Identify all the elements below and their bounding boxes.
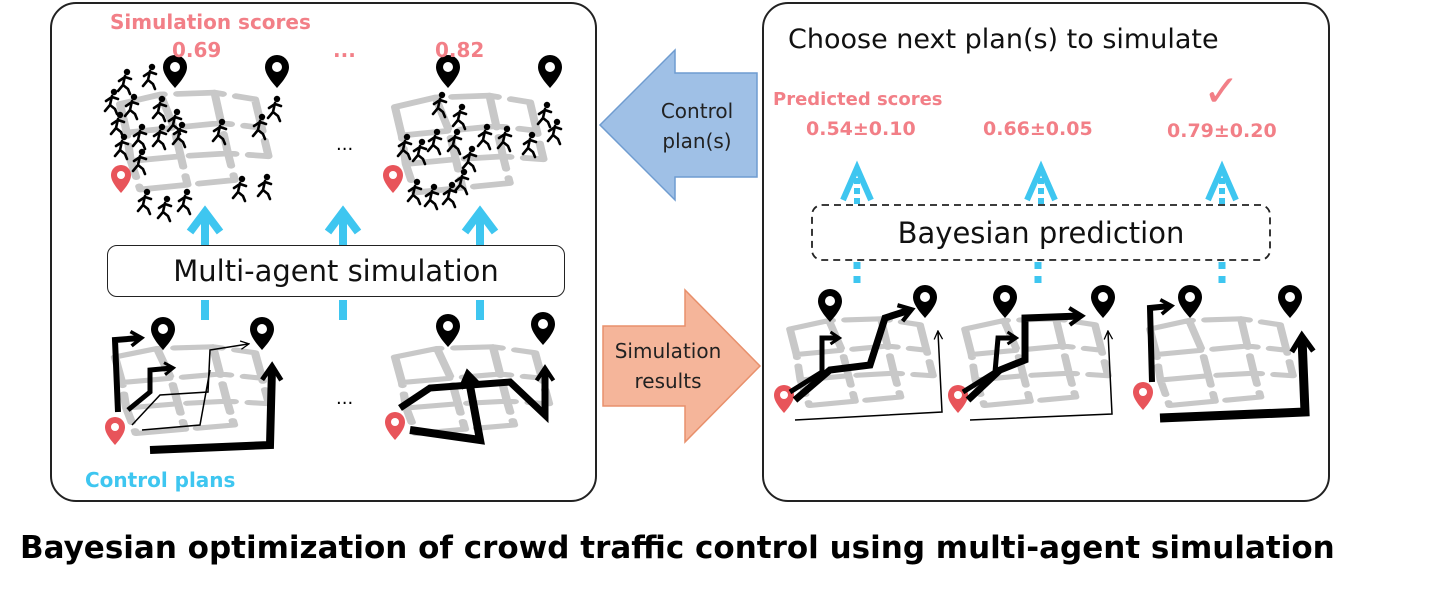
location-pin-icon <box>250 317 274 350</box>
arrow-up-icon <box>840 160 1239 205</box>
bayesian-prediction-label: Bayesian prediction <box>897 215 1185 250</box>
candidate-plan-map-1 <box>774 285 942 421</box>
simulation-score-ellipsis: ... <box>333 38 356 62</box>
control-plans-label: Control plans <box>85 468 236 492</box>
location-pin-icon <box>1278 285 1302 318</box>
location-pin-icon <box>265 55 289 88</box>
predicted-score-3: 0.79±0.20 <box>1167 120 1277 142</box>
control-plans-arrow-label-line2: plan(s) <box>662 129 732 153</box>
crowd-map-2 <box>383 55 563 211</box>
predicted-score-2: 0.66±0.05 <box>983 118 1093 140</box>
arrow-left-icon <box>598 48 758 202</box>
simulation-results-arrow-label-line2: results <box>634 369 702 393</box>
location-pin-icon <box>1178 285 1202 318</box>
plan-ellipsis: ... <box>336 388 354 409</box>
checkmark-icon: ✓ <box>1203 66 1240 117</box>
location-pin-icon <box>993 285 1017 318</box>
location-pin-icon <box>1091 285 1115 318</box>
right-panel-title: Choose next plan(s) to simulate <box>788 24 1219 55</box>
location-pin-icon <box>105 417 125 445</box>
location-pin-icon <box>1133 382 1153 410</box>
control-plans-arrow-label-line1: Control <box>660 99 734 123</box>
control-plan-map-2 <box>385 312 556 445</box>
multi-agent-simulation-box: Multi-agent simulation <box>107 245 565 297</box>
simulation-results-arrow-label-line1: Simulation <box>614 339 722 363</box>
crowd-map-1 <box>103 55 289 223</box>
location-pin-icon <box>436 314 460 347</box>
predicted-scores-label: Predicted scores <box>773 89 943 110</box>
simulation-scores-label: Simulation scores <box>110 10 311 34</box>
location-pin-icon <box>818 289 842 322</box>
location-pin-icon <box>385 412 405 440</box>
dotted-connector <box>853 262 1226 288</box>
bayesian-prediction-box <box>811 204 1271 261</box>
location-pin-icon <box>151 317 175 350</box>
simulation-score-2: 0.82 <box>435 38 485 62</box>
simulation-score-1: 0.69 <box>172 38 222 62</box>
predicted-score-1: 0.54±0.10 <box>806 118 916 140</box>
location-pin-icon <box>538 55 562 88</box>
candidate-plan-map-2 <box>948 285 1115 421</box>
map-ellipsis: ... <box>336 134 354 155</box>
location-pin-icon <box>913 285 937 318</box>
candidate-plan-map-3 <box>1133 285 1316 423</box>
running-person-icon <box>103 62 283 223</box>
diagram-caption: Bayesian optimization of crowd traffic c… <box>20 530 1335 566</box>
location-pin-icon <box>531 312 555 345</box>
control-plan-map-1 <box>105 317 284 454</box>
location-pin-icon <box>111 165 131 193</box>
location-pin-icon <box>383 165 403 193</box>
arrow-right-icon <box>602 288 762 444</box>
